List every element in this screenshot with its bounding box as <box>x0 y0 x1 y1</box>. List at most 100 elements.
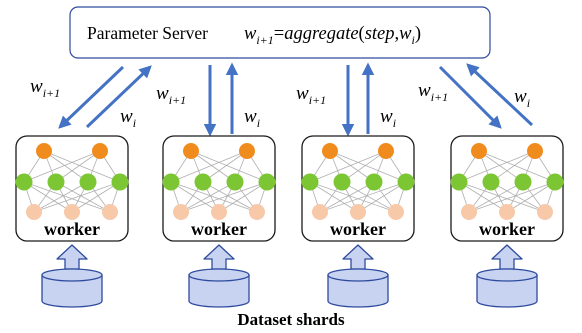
network-edge <box>180 181 268 213</box>
database-cylinder-icon <box>41 274 103 308</box>
parameter-server-label: Parameter Server <box>87 23 208 43</box>
network-edge <box>43 150 89 183</box>
label-w-i-3: wi <box>380 106 396 130</box>
network-edge <box>506 181 556 213</box>
worker-label: worker <box>191 219 247 239</box>
hidden-node <box>365 173 383 191</box>
input-node <box>388 204 404 220</box>
hidden-node <box>258 173 276 191</box>
worker-label: worker <box>479 219 535 239</box>
down-arrow-1 <box>58 65 125 129</box>
neural-network-icon <box>450 143 564 220</box>
hidden-node <box>301 173 319 191</box>
network-edge <box>55 181 111 213</box>
output-node <box>36 143 52 159</box>
dataset-shards <box>41 244 538 308</box>
hidden-node <box>111 173 129 191</box>
hidden-node <box>162 173 180 191</box>
dataset-shards-label: Dataset shards <box>237 310 345 329</box>
down-arrow-4 <box>438 65 502 129</box>
network-edge <box>478 150 556 183</box>
formula-equals: = <box>274 24 284 44</box>
network-edge <box>23 181 73 213</box>
network-edge <box>319 181 407 213</box>
network-edge <box>458 181 546 213</box>
input-node <box>499 204 515 220</box>
formula-function: aggregate <box>284 24 358 44</box>
worker-1: worker <box>15 135 129 242</box>
workers: worker worker worker worker <box>15 135 564 242</box>
hidden-node <box>333 173 351 191</box>
network-edge <box>329 150 407 183</box>
label-w-i-1: wi <box>120 106 136 130</box>
formula-subscript-i: i <box>412 33 415 47</box>
output-node <box>527 143 543 159</box>
hidden-node <box>47 173 65 191</box>
formula-close-paren: ) <box>415 24 421 44</box>
hidden-node <box>226 173 244 191</box>
input-node <box>26 204 42 220</box>
dataset-shard <box>476 244 538 308</box>
input-node <box>249 204 265 220</box>
network-edge <box>170 181 220 213</box>
network-edge <box>43 150 121 183</box>
network-edge <box>33 181 121 213</box>
input-node <box>350 204 366 220</box>
database-cylinder-icon <box>188 274 250 308</box>
formula-subscript-next: i+1 <box>256 33 273 47</box>
output-node <box>378 143 394 159</box>
neural-network-icon <box>162 143 276 220</box>
input-node <box>461 204 477 220</box>
network-edge <box>309 181 359 213</box>
database-cylinder-top <box>327 268 389 282</box>
input-node <box>211 204 227 220</box>
network-edge <box>170 150 248 183</box>
worker-4: worker <box>450 135 564 242</box>
network-edges <box>23 150 121 213</box>
database-cylinder-top <box>188 268 250 282</box>
formula-w: w <box>244 24 257 44</box>
network-edge <box>458 181 508 213</box>
label-w-next-1: wi+1 <box>30 76 60 100</box>
worker-3: worker <box>301 135 415 242</box>
database-cylinder-top <box>41 268 103 282</box>
worker-label: worker <box>44 219 100 239</box>
input-node <box>173 204 189 220</box>
parameter-server-box <box>69 6 491 59</box>
worker-2: worker <box>162 135 276 242</box>
hidden-node <box>450 173 468 191</box>
aggregate-formula: wi+1=aggregate(step,wi) <box>244 24 421 47</box>
network-edge <box>33 181 89 213</box>
hidden-node <box>514 173 532 191</box>
formula-open-paren: ( <box>359 24 365 44</box>
label-w-next-2: wi+1 <box>156 83 186 107</box>
parameter-server: Parameter Server wi+1=aggregate(step,wi) <box>69 6 491 59</box>
network-edge <box>309 150 387 183</box>
label-w-next-3: wi+1 <box>296 83 326 107</box>
network-edge <box>319 181 375 213</box>
output-node <box>322 143 338 159</box>
network-edge <box>478 150 524 183</box>
worker-box <box>301 135 415 242</box>
network-edge <box>55 150 101 183</box>
dataset-shard <box>327 244 389 308</box>
network-edge <box>190 150 236 183</box>
data-up-arrow-icon <box>203 244 235 270</box>
formula-step: step <box>365 24 395 44</box>
label-w-i-4: wi <box>514 86 530 110</box>
network-edge <box>341 181 397 213</box>
arrow-labels: wi+1 wi wi+1 wi wi+1 wi wi+1 wi <box>30 76 530 130</box>
neural-network-icon <box>15 143 129 220</box>
worker-box <box>450 135 564 242</box>
network-edge <box>190 150 268 183</box>
label-w-next-4: wi+1 <box>418 80 448 104</box>
output-node <box>92 143 108 159</box>
up-arrow-1 <box>85 65 152 129</box>
formula-comma: , <box>395 24 400 44</box>
hidden-node <box>194 173 212 191</box>
network-edge <box>180 181 236 213</box>
hidden-node <box>79 173 97 191</box>
arrows <box>58 62 534 137</box>
worker-label: worker <box>330 219 386 239</box>
hidden-node <box>546 173 564 191</box>
